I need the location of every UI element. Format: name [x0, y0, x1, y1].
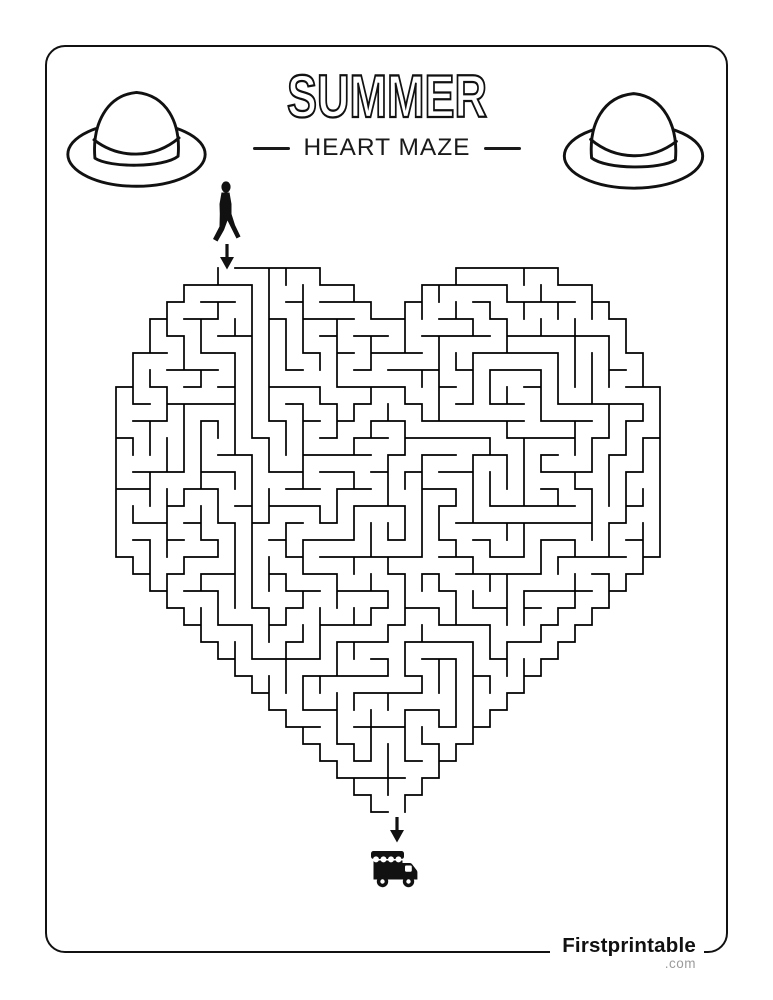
maze-walls	[115, 267, 661, 813]
page-border	[45, 45, 728, 953]
sun-hat-icon	[562, 92, 705, 190]
walking-person-icon	[213, 181, 241, 242]
brand-tld: .com	[664, 956, 696, 971]
page-subtitle: HEART MAZE	[212, 134, 562, 162]
food-truck-icon	[371, 851, 418, 888]
subtitle-left-dash	[253, 146, 291, 150]
sun-hat-icon	[66, 90, 207, 188]
footer-brand: Firstprintable .com	[550, 935, 704, 973]
subtitle-right-dash	[483, 146, 521, 150]
page-title: SUMMER	[286, 66, 488, 130]
subtitle-label: HEART MAZE	[303, 134, 471, 161]
heart-maze	[115, 267, 661, 813]
page-title-text: SUMMER	[287, 66, 487, 130]
down-arrow-icon	[390, 817, 404, 843]
brand-name: Firstprintable	[562, 934, 696, 957]
down-arrow-icon	[220, 244, 234, 270]
